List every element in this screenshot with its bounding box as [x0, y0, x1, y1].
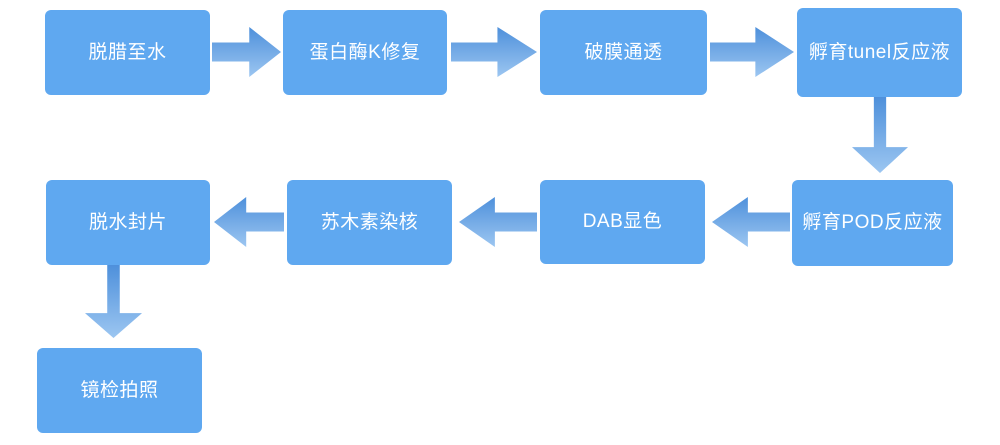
arrow-left-icon-1: [712, 197, 790, 247]
node-dehydrate-coverslip: 脱水封片: [46, 180, 210, 265]
node-dab-staining: DAB显色: [540, 180, 705, 264]
arrow-left-icon-2: [459, 197, 537, 247]
node-label: DAB显色: [582, 211, 663, 233]
node-label: 蛋白酶K修复: [309, 41, 421, 63]
node-tunel-incubation: 孵育tunel反应液: [797, 8, 962, 97]
node-dewax-to-water: 脱腊至水: [45, 10, 210, 95]
node-label: 镜检拍照: [80, 379, 159, 401]
node-microscopy-photo: 镜检拍照: [37, 348, 202, 433]
node-label: 脱水封片: [88, 211, 167, 233]
node-membrane-permeabilization: 破膜通透: [540, 10, 707, 95]
node-label: 孵育tunel反应液: [808, 41, 951, 63]
node-label: 脱腊至水: [88, 41, 167, 63]
node-pod-incubation: 孵育POD反应液: [792, 180, 953, 266]
arrow-left-icon-3: [214, 197, 284, 247]
node-proteinase-k-repair: 蛋白酶K修复: [283, 10, 447, 95]
node-label: 苏木素染核: [320, 211, 419, 233]
node-label: 孵育POD反应液: [802, 212, 943, 234]
arrow-down-icon-2: [85, 265, 142, 338]
arrow-right-icon-3: [710, 27, 794, 77]
arrow-right-icon-2: [451, 27, 537, 77]
arrow-down-icon-1: [852, 97, 908, 173]
node-label: 破膜通透: [584, 41, 663, 63]
arrow-right-icon-1: [212, 27, 281, 77]
node-hematoxylin-counterstain: 苏木素染核: [287, 180, 452, 265]
